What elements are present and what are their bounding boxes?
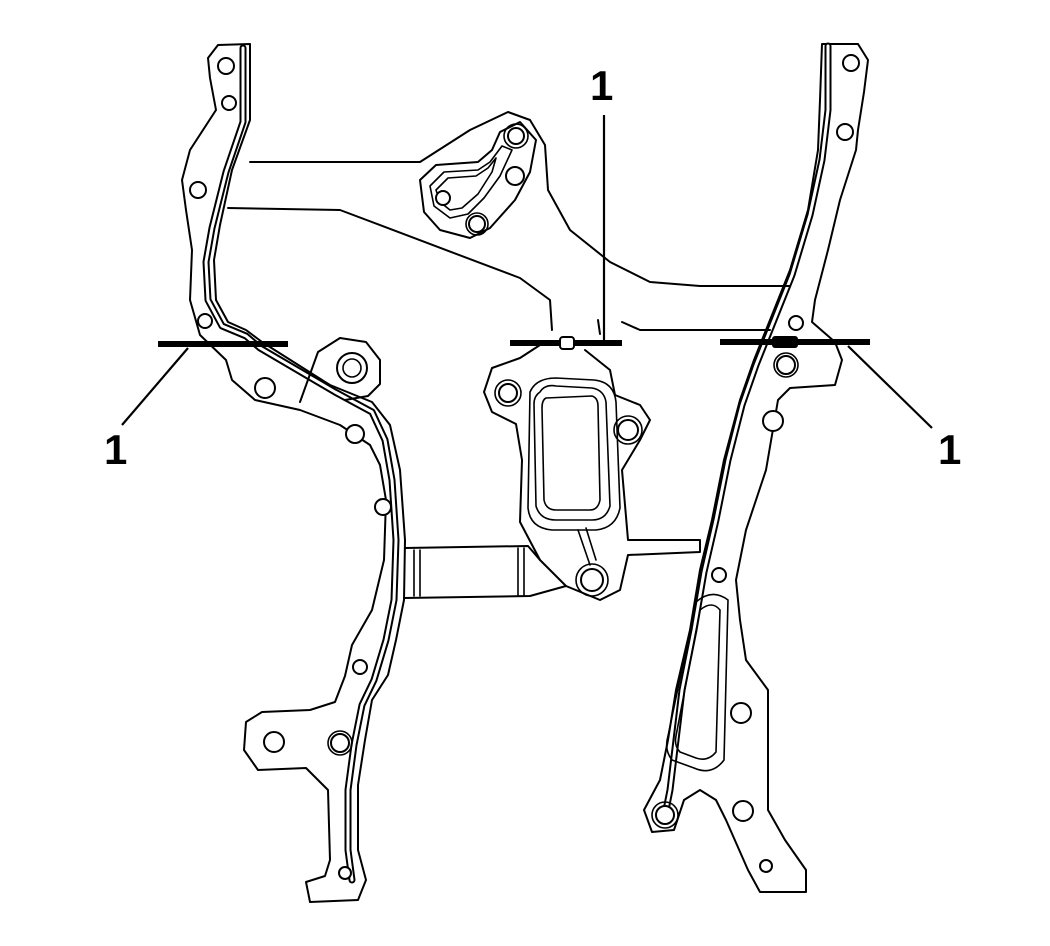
bolt-hole bbox=[507, 127, 525, 145]
bolt-hole bbox=[345, 424, 365, 444]
bolt-hole bbox=[788, 315, 804, 331]
lower-bridge-bottom bbox=[403, 585, 567, 599]
bolt-hole bbox=[498, 383, 518, 403]
bolt-hole-ring bbox=[651, 801, 679, 829]
upper-bridge-bottom bbox=[227, 207, 553, 331]
left-seal-bead-inner bbox=[204, 46, 398, 882]
center-marker-tab bbox=[559, 336, 575, 350]
bolt-hole bbox=[836, 123, 854, 141]
sealant-markers bbox=[158, 336, 870, 350]
coolant-port-bead-inner bbox=[541, 395, 601, 511]
callout-label-left: 1 bbox=[104, 426, 127, 473]
callout-label-center: 1 bbox=[590, 62, 613, 109]
bolt-hole-ring bbox=[503, 123, 529, 149]
right-seal-bead-inner bbox=[662, 44, 830, 822]
bolt-hole bbox=[617, 419, 639, 441]
callout-leaders bbox=[121, 115, 933, 429]
callout-label-right: 1 bbox=[938, 426, 961, 473]
coolant-port-bead bbox=[533, 384, 611, 521]
bolt-hole bbox=[189, 181, 207, 199]
bolt-hole bbox=[776, 355, 796, 375]
bolt-hole bbox=[759, 859, 773, 873]
coolant-port-outer bbox=[527, 377, 621, 531]
right-marker-tab bbox=[772, 336, 798, 348]
bolt-hole bbox=[711, 567, 727, 583]
bolt-hole bbox=[580, 568, 604, 592]
mid-bridge-line-2 bbox=[597, 319, 601, 335]
left-seal-bead bbox=[202, 44, 400, 884]
bolt-hole bbox=[842, 54, 860, 72]
oil-passage-bead-inner bbox=[435, 157, 497, 211]
bolt-hole bbox=[197, 313, 213, 329]
bolt-hole bbox=[655, 805, 675, 825]
oil-passage-plate bbox=[419, 121, 537, 239]
bolt-hole bbox=[338, 866, 352, 880]
bolt-hole-ring bbox=[613, 415, 643, 445]
dowel-hole-ring bbox=[342, 358, 362, 378]
bolt-hole-ring bbox=[575, 563, 609, 597]
bolt-hole bbox=[732, 800, 754, 822]
lower-bridge-rib bbox=[413, 547, 525, 597]
right-gasket-strip bbox=[643, 42, 869, 893]
bolt-hole bbox=[435, 190, 451, 206]
right-strip-outline bbox=[643, 43, 869, 893]
right-slot-inner bbox=[674, 604, 721, 760]
coolant-link bbox=[577, 527, 597, 566]
right-slot bbox=[665, 593, 729, 772]
center-web bbox=[227, 111, 791, 601]
bolt-hole-ring bbox=[327, 730, 353, 756]
upper-bridge-top bbox=[249, 111, 791, 287]
bolt-hole-ring bbox=[465, 212, 489, 236]
left-strip-outline bbox=[181, 43, 406, 903]
right-leader-line bbox=[847, 345, 933, 429]
bolt-hole bbox=[254, 377, 276, 399]
bolt-hole bbox=[374, 498, 392, 516]
left-ear bbox=[299, 337, 381, 403]
bolt-hole bbox=[505, 166, 525, 186]
bolt-hole bbox=[221, 95, 237, 111]
mid-bridge-line bbox=[621, 321, 771, 331]
lower-bridge-top bbox=[404, 545, 541, 561]
bolt-hole-ring bbox=[494, 379, 522, 407]
bolt-hole bbox=[468, 215, 486, 233]
left-gasket-strip bbox=[181, 43, 406, 903]
bolt-hole bbox=[217, 57, 235, 75]
dowel-hole bbox=[336, 352, 368, 384]
bolt-hole bbox=[352, 659, 368, 675]
center-plate-outline bbox=[483, 344, 701, 601]
bolt-hole bbox=[762, 410, 784, 432]
bolt-hole-ring bbox=[773, 352, 799, 378]
bolt-hole bbox=[330, 733, 350, 753]
left-leader-line bbox=[121, 347, 189, 426]
bolt-hole bbox=[263, 731, 285, 753]
bolt-hole bbox=[730, 702, 752, 724]
oil-passage-bead bbox=[429, 145, 513, 219]
